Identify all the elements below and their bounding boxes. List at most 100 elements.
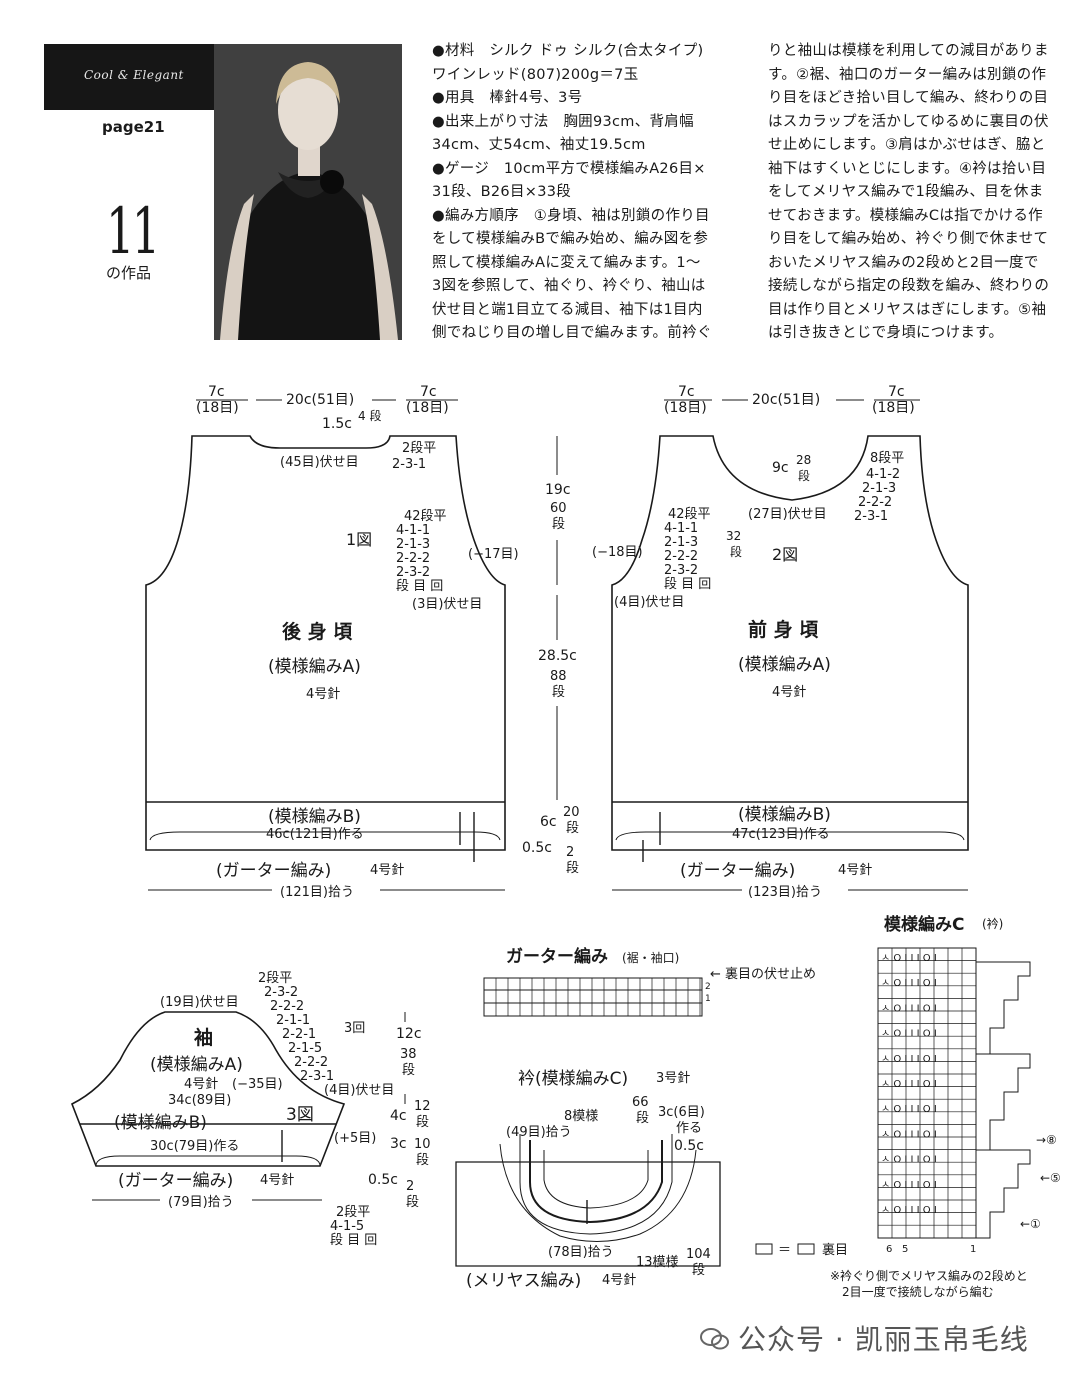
sleeve-cap-dec-1: 2段平 [258,971,292,986]
legend-equals: ＝ [778,1243,791,1258]
svg-text:ㅅ O I I I O I: ㅅ O I I I O I [881,978,937,989]
instruction-line: す。②裾、袖口のガーター編みは別鎖の作 [768,66,1047,83]
garter-height: 0.5c [522,840,552,856]
pattern-b-rows: 20 [563,805,580,820]
instruction-line: 34cm、丈54cm、袖丈19.5cm [432,137,646,153]
front-needle: 4号針 [772,685,806,700]
back-cast-on: 46c(121目)作る [266,827,364,842]
collar-title: 衿(模様編みC) [518,1069,628,1089]
front-arm-dan: 段 [730,544,742,559]
svg-text:ㅅ O I I I O I: ㅅ O I I I O I [881,1104,937,1115]
armhole-height: 19c [545,482,571,498]
sleeve-b-dan: 段 [416,1153,429,1168]
armhole-dan: 段 [552,517,565,532]
front-arm-minus: (−18目) [592,545,643,560]
garter-chart-sub: (裾・袖口) [622,950,679,965]
front-arm-dec-6: 段 目 回 [664,577,711,592]
body-height: 28.5c [538,648,577,664]
sleeve-pattern: (模様編みA) [150,1055,243,1075]
garter-chart-grid [483,977,703,1017]
sleeve-pickup: (79目)拾う [168,1195,234,1210]
instruction-line: り目をして編み始め、衿ぐり側で休ませて [768,231,1049,247]
front-garter-needle: 4号針 [838,863,872,878]
pattern-c-note-2: 2目一度で接続しながら編む [842,1284,994,1299]
pattern-c-col-5: 5 [902,1244,908,1255]
back-neck-rows: 4 段 [358,408,381,423]
sleeve-bind-4: (4目)伏せ目 [324,1083,394,1098]
sleeve-cap-dec-8: 2-3-1 [300,1069,334,1084]
front-title: 前 身 頃 [748,618,819,641]
instruction-line: 31段、B26目×33段 [432,184,572,200]
pattern-c-grid [877,947,977,1239]
sleeve-cap-dec-3: 2-2-2 [270,999,304,1014]
pattern-c-row-1: ←① [1020,1217,1041,1231]
front-neck-dec-4: 2-2-2 [858,495,892,510]
sleeve-inc-3: 段 目 回 [330,1233,377,1248]
front-arm-bind: (4目)伏せ目 [614,595,684,610]
sleeve-a-dan: 段 [416,1115,429,1130]
garter-chart-row-1: 1 [705,994,711,1004]
svg-text:ㅅ O I I I O I: ㅅ O I I I O I [881,953,937,964]
front-figure-number: 2図 [772,545,798,564]
collar-make: 作る [676,1121,702,1136]
wechat-icon [700,1328,729,1350]
instruction-line: 袖下はすくいとじにします。④衿は拾い目 [768,160,1047,177]
front-neck-rows: 28 [796,453,811,467]
armhole-rows: 60 [550,501,567,516]
sleeve-garter: (ガーター編み) [118,1171,233,1191]
back-top-left-stitches: (18目) [196,400,239,416]
work-label: の作品 [106,264,152,282]
instruction-line: ●出来上がり寸法 胸囲93cm、背肩幅 [432,113,694,130]
sleeve-cap-dec-2: 2-3-2 [264,985,298,1000]
front-pattern-b: (模様編みB) [738,805,831,825]
front-pattern: (模様編みA) [738,655,831,675]
svg-text:ㅅ O I I I O I: ㅅ O I I I O I [881,1205,937,1216]
pattern-c-col-1: 1 [970,1244,976,1255]
instruction-line: はスカラップを活かしてゆるめに裏目の伏 [768,113,1049,130]
instruction-line: おいたメリヤス編みの2段めと2目一度で [768,254,1039,271]
sleeve-pattern-b: (模様編みB) [114,1113,207,1133]
instructions-column-1: ●材料 シルク ドゥ シルク(合太タイプ) ワインレッド(807)200g＝7玉… [432,40,744,346]
instruction-line: 伏せ目と端1目立てる減目、袖下は1目内 [432,301,703,318]
sleeve-width: 34c(89目) [168,1093,231,1108]
pattern-c-row-8: →⑧ [1036,1133,1057,1147]
back-arm-dec-6: 段 目 回 [396,579,443,594]
back-garter: (ガーター編み) [216,861,331,881]
instruction-line: は引き抜きとじで身頃につけます。 [768,325,1004,341]
garter-dan: 段 [566,861,579,876]
svg-text:ㅅ O I I I O I: ㅅ O I I I O I [881,1079,937,1090]
back-arm-dec-3: 2-1-3 [396,537,430,552]
pattern-b-dan: 段 [566,821,579,836]
collar-rows-104: 104 [686,1247,711,1262]
instruction-line: をして模様編みBで編み始め、編み図を参 [432,231,709,247]
back-figure-number: 1図 [346,530,372,549]
collar-repeat-13: 13模様 [636,1255,679,1270]
sleeve-b-rows: 10 [414,1137,431,1152]
sleeve-cap-dec-7: 2-2-2 [294,1055,328,1070]
front-cast-on: 47c(123目)作る [732,827,830,842]
front-arm-dec-1: 42段平 [668,507,711,522]
front-body-outline [611,435,969,851]
sleeve-cap-dec-6: 2-1-5 [288,1041,322,1056]
front-neck-dec-5: 2-3-1 [854,509,888,524]
pattern-c-note-1: ※衿ぐり側でメリヤス編みの2段めと [830,1268,1028,1283]
sleeve-cap-dan: 段 [402,1063,415,1078]
watermark: 公众号 · 凯丽玉帛毛线 [738,1323,1029,1356]
front-arm-dec-5: 2-3-2 [664,563,698,578]
sleeve-figure-number: 3図 [286,1105,314,1125]
instruction-line: 3図を参照して、袖ぐり、衿ぐり、袖山は [432,278,706,294]
instruction-line: せ止めにします。③肩はかぶせはぎ、脇と [768,137,1046,153]
instruction-line: せておきます。模様編みCは指でかける作 [768,207,1043,224]
sleeve-title: 袖 [194,1026,213,1049]
model-photo [214,44,402,340]
svg-text:ㅅ O I I I O I: ㅅ O I I I O I [881,1029,937,1040]
body-rows: 88 [550,669,567,684]
collar-needle: 3号針 [656,1071,690,1086]
sleeve-cap-dec-4: 2-1-1 [276,1013,310,1028]
instruction-line: ●編み方順序 ①身頃、袖は別鎖の作り目 [432,207,710,224]
back-arm-dec-1: 42段平 [404,509,447,524]
front-top-right-stitches: (18目) [872,400,915,416]
svg-text:ㅅ O I I I O I: ㅅ O I I I O I [881,1155,937,1166]
series-subtitle: Cool & Elegant [84,68,184,82]
back-title: 後 身 頃 [282,620,353,643]
